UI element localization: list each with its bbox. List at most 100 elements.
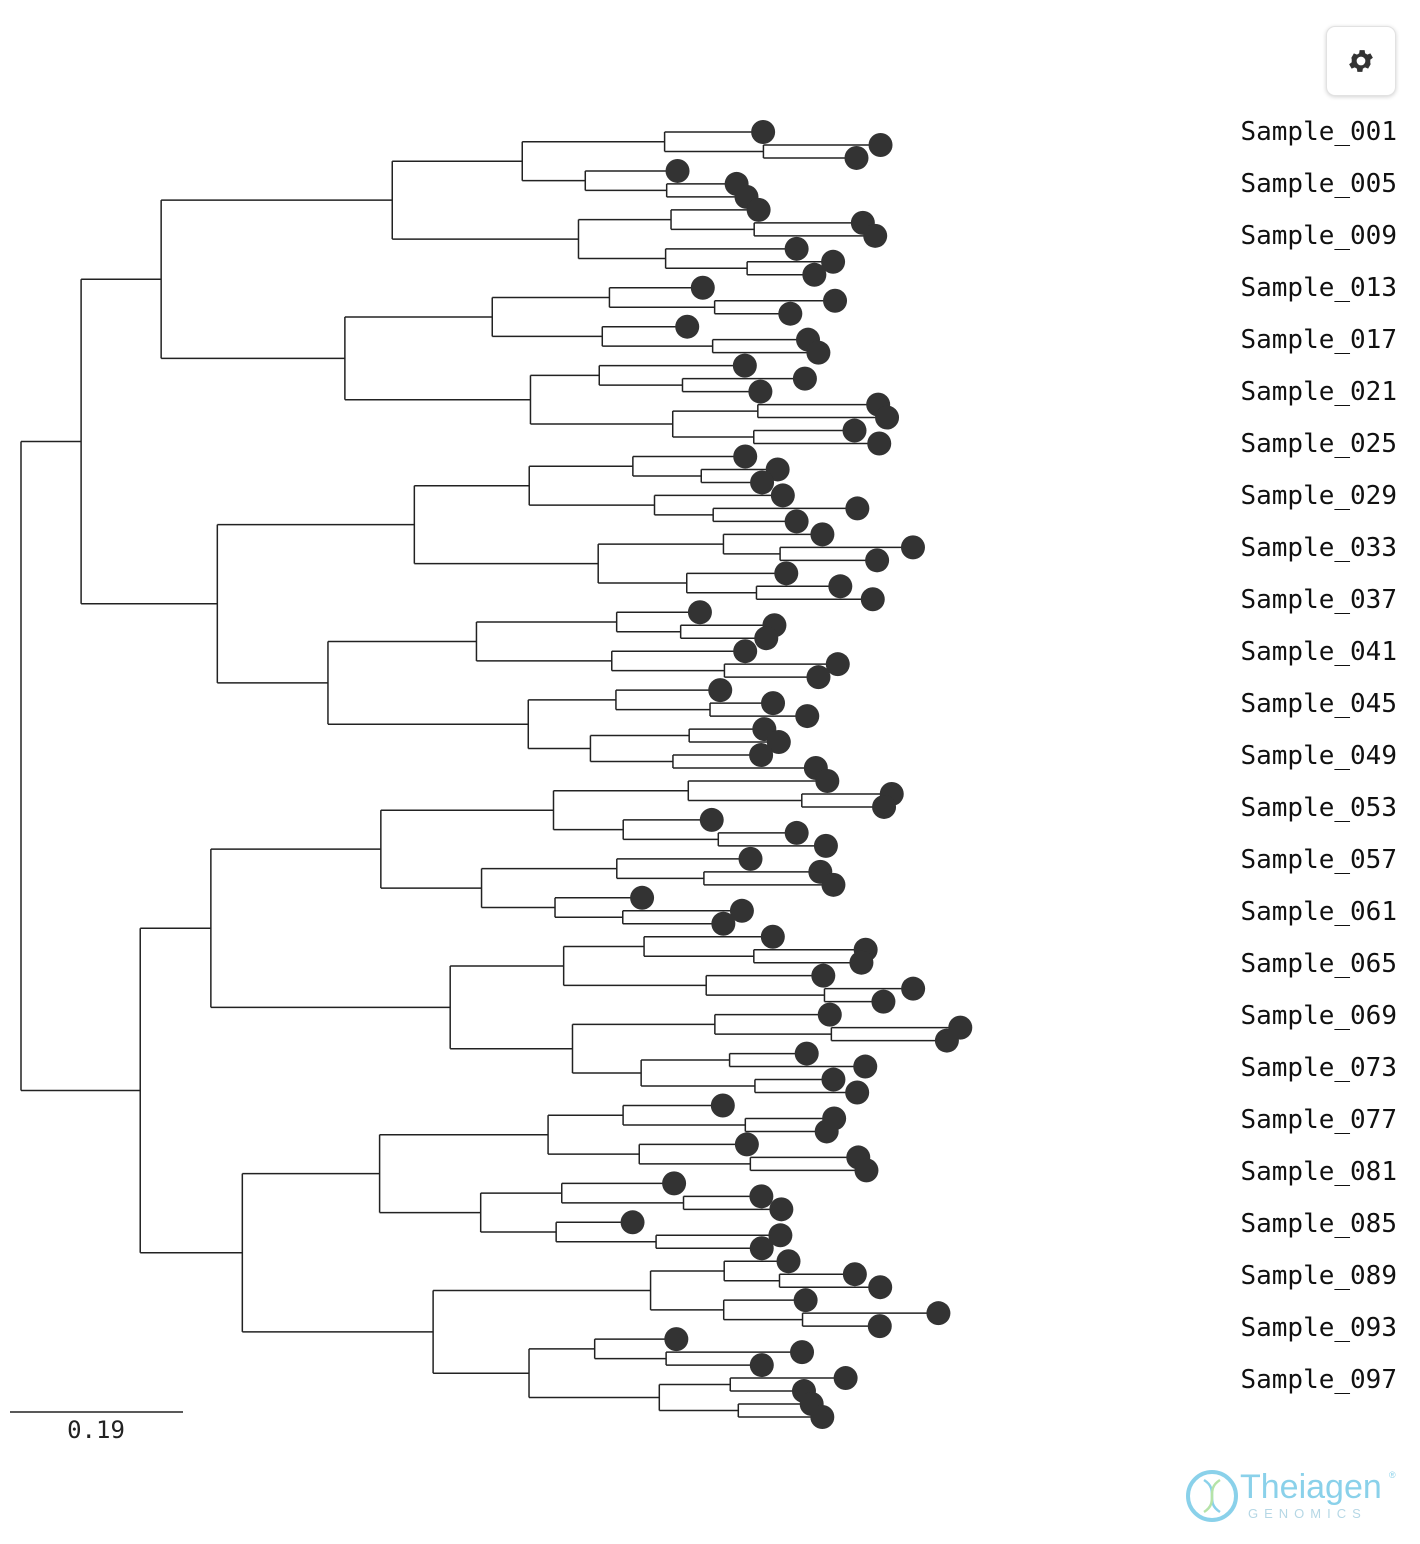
tip-node[interactable] <box>867 431 892 456</box>
tip-node[interactable] <box>823 288 848 313</box>
tip-node[interactable] <box>860 587 885 612</box>
tip-node[interactable] <box>738 846 763 871</box>
tip-node[interactable] <box>845 1080 870 1105</box>
tip-label: Sample_085 <box>1240 1209 1397 1239</box>
tip-node[interactable] <box>687 600 712 625</box>
tip-node[interactable] <box>872 794 897 819</box>
tip-label: Sample_077 <box>1240 1105 1397 1135</box>
tip-node[interactable] <box>769 1197 794 1222</box>
settings-button[interactable] <box>1326 26 1396 96</box>
tip-node[interactable] <box>784 236 809 261</box>
tip-node[interactable] <box>821 249 846 274</box>
tip-node[interactable] <box>784 820 809 845</box>
tip-node[interactable] <box>761 691 786 716</box>
tip-node[interactable] <box>710 1093 735 1118</box>
tip-node[interactable] <box>711 911 736 936</box>
tip-node[interactable] <box>844 145 869 170</box>
tip-label: Sample_073 <box>1240 1053 1397 1083</box>
tip-node[interactable] <box>900 535 925 560</box>
tip-node[interactable] <box>815 768 840 793</box>
tip-label: Sample_009 <box>1240 221 1397 251</box>
tip-node[interactable] <box>792 366 817 391</box>
tip-node[interactable] <box>867 1314 892 1339</box>
tip-node[interactable] <box>806 340 831 365</box>
tip-node[interactable] <box>766 730 791 755</box>
tip-node[interactable] <box>734 1132 759 1157</box>
tip-label: Sample_001 <box>1240 117 1397 147</box>
tip-node[interactable] <box>849 950 874 975</box>
tip-node[interactable] <box>749 1184 774 1209</box>
tip-node[interactable] <box>620 1210 645 1235</box>
tip-node[interactable] <box>828 574 853 599</box>
tip-node[interactable] <box>746 197 771 222</box>
tip-node[interactable] <box>926 1301 951 1326</box>
tip-node[interactable] <box>863 223 888 248</box>
tip-node[interactable] <box>854 1158 879 1183</box>
tip-node[interactable] <box>749 1353 774 1378</box>
tip-label: Sample_089 <box>1240 1261 1397 1291</box>
tip-node[interactable] <box>868 132 893 157</box>
tip-node[interactable] <box>794 1041 819 1066</box>
tip-node[interactable] <box>784 509 809 534</box>
tip-node[interactable] <box>768 1223 793 1248</box>
tip-node[interactable] <box>845 496 870 521</box>
tip-label: Sample_029 <box>1240 481 1397 511</box>
tip-node[interactable] <box>662 1171 687 1196</box>
tip-node[interactable] <box>690 275 715 300</box>
tip-label: Sample_061 <box>1240 897 1397 927</box>
tip-label: Sample_025 <box>1240 429 1397 459</box>
tip-node[interactable] <box>733 444 758 469</box>
tip-node[interactable] <box>754 626 779 651</box>
tip-node[interactable] <box>760 924 785 949</box>
tip-label: Sample_053 <box>1240 793 1397 823</box>
tip-node[interactable] <box>750 470 775 495</box>
tip-node[interactable] <box>708 678 733 703</box>
tip-node[interactable] <box>664 1327 689 1352</box>
tip-node[interactable] <box>749 743 774 768</box>
tip-node[interactable] <box>934 1028 959 1053</box>
tip-node[interactable] <box>770 483 795 508</box>
tip-label: Sample_057 <box>1240 845 1397 875</box>
tip-node[interactable] <box>821 872 846 897</box>
tip-node[interactable] <box>821 1067 846 1092</box>
tip-node[interactable] <box>776 1249 801 1274</box>
tip-node[interactable] <box>810 1405 835 1429</box>
tip-node[interactable] <box>811 963 836 988</box>
tip-node[interactable] <box>814 1119 839 1144</box>
tip-node[interactable] <box>774 561 799 586</box>
tree-tips <box>620 120 973 1429</box>
tip-node[interactable] <box>901 976 926 1001</box>
tip-node[interactable] <box>749 1236 774 1261</box>
tip-node[interactable] <box>751 120 776 144</box>
tip-node[interactable] <box>810 522 835 547</box>
tip-node[interactable] <box>868 1275 893 1300</box>
tip-node[interactable] <box>833 1366 858 1391</box>
tip-node[interactable] <box>842 1262 867 1287</box>
tip-label: Sample_081 <box>1240 1157 1397 1187</box>
tip-node[interactable] <box>875 405 900 430</box>
tip-node[interactable] <box>699 807 724 832</box>
tip-node[interactable] <box>842 418 867 443</box>
tip-label: Sample_033 <box>1240 533 1397 563</box>
tip-node[interactable] <box>790 1340 815 1365</box>
tip-node[interactable] <box>825 652 850 677</box>
tip-node[interactable] <box>729 898 754 923</box>
tip-node[interactable] <box>802 262 827 287</box>
tip-node[interactable] <box>813 833 838 858</box>
tip-label: Sample_017 <box>1240 325 1397 355</box>
tip-node[interactable] <box>778 301 803 326</box>
tip-node[interactable] <box>675 314 700 339</box>
tip-node[interactable] <box>865 548 890 573</box>
tip-node[interactable] <box>793 1288 818 1313</box>
tip-node[interactable] <box>806 665 831 690</box>
tip-node[interactable] <box>732 353 757 378</box>
tip-node[interactable] <box>871 989 896 1014</box>
tip-node[interactable] <box>795 704 820 729</box>
tip-node[interactable] <box>733 639 758 664</box>
tip-node[interactable] <box>817 1002 842 1027</box>
tip-node[interactable] <box>630 885 655 910</box>
tip-node[interactable] <box>665 158 690 183</box>
tip-node[interactable] <box>853 1054 878 1079</box>
tip-node[interactable] <box>748 379 773 404</box>
